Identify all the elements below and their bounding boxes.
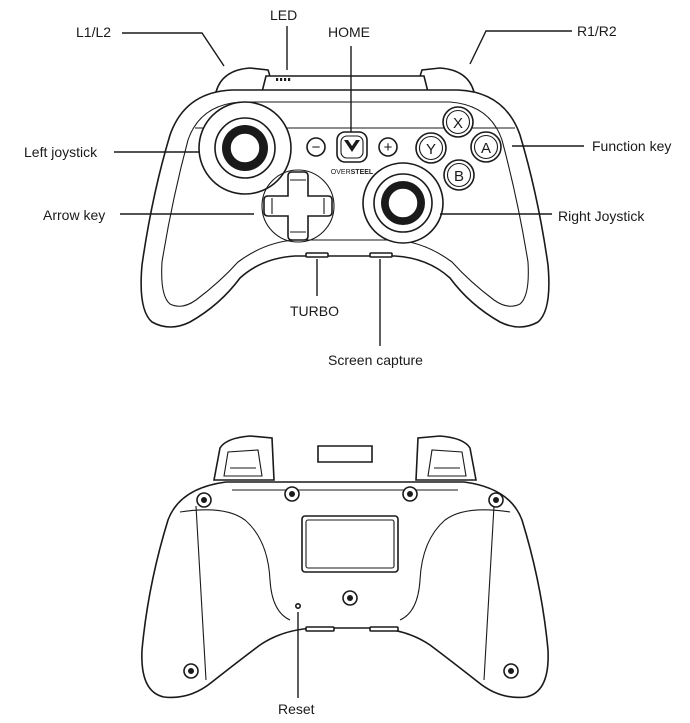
- minus-button[interactable]: −: [306, 137, 326, 157]
- label-left-joystick: Left joystick: [24, 144, 98, 160]
- brand-wordmark: OVERSTEEL: [331, 169, 374, 176]
- y-button[interactable]: Y: [415, 132, 447, 164]
- x-button-label: X: [453, 115, 463, 132]
- b-button-label: B: [454, 168, 464, 185]
- label-reset: Reset: [278, 701, 315, 717]
- label-l1-l2: L1/L2: [76, 24, 112, 40]
- back-body-inner-right: [399, 505, 511, 681]
- label-home: HOME: [328, 24, 370, 40]
- minus-button-label: −: [312, 139, 321, 156]
- back-label-plate-inner: [305, 519, 395, 569]
- front-callouts: [114, 26, 584, 346]
- back-view: [141, 435, 549, 699]
- screen-capture-button[interactable]: [369, 252, 393, 258]
- back-left-trigger: [213, 435, 275, 481]
- back-label-plate: [301, 515, 399, 573]
- back-right-trigger-inner: [427, 449, 467, 477]
- arrow-key-dpad[interactable]: [261, 169, 335, 243]
- back-slot-right: [369, 626, 399, 632]
- plus-button-label: +: [384, 139, 393, 156]
- back-top-bridge: [317, 445, 373, 463]
- label-led: LED: [270, 7, 298, 23]
- front-body-outline: [140, 89, 550, 328]
- label-right-joystick: Right Joystick: [558, 208, 645, 224]
- back-body-outline: [141, 481, 549, 699]
- label-r1-r2: R1/R2: [577, 23, 617, 39]
- a-button-label: A: [481, 140, 491, 157]
- label-turbo: TURBO: [290, 303, 339, 319]
- label-function-key: Function key: [592, 138, 672, 154]
- home-button[interactable]: [336, 131, 368, 163]
- back-right-trigger: [415, 435, 477, 481]
- back-left-trigger-inner: [223, 449, 263, 477]
- b-button[interactable]: B: [443, 159, 475, 191]
- label-screen-capture: Screen capture: [328, 352, 423, 368]
- right-joystick[interactable]: [362, 162, 444, 244]
- reset-pinhole[interactable]: [294, 602, 301, 609]
- back-body-inner-left: [179, 505, 291, 681]
- front-view: − + OVERSTEEL X Y A: [140, 67, 550, 328]
- a-button[interactable]: A: [470, 131, 502, 163]
- plus-button[interactable]: +: [378, 137, 398, 157]
- led-dots: [276, 78, 291, 81]
- label-arrow-key: Arrow key: [43, 207, 106, 223]
- brand-logo-icon: [344, 140, 360, 152]
- back-screws: [183, 486, 519, 679]
- y-button-label: Y: [426, 141, 436, 158]
- back-slot-left: [305, 626, 335, 632]
- turbo-button[interactable]: [305, 252, 329, 258]
- x-button[interactable]: X: [442, 106, 474, 138]
- left-joystick[interactable]: [198, 101, 292, 195]
